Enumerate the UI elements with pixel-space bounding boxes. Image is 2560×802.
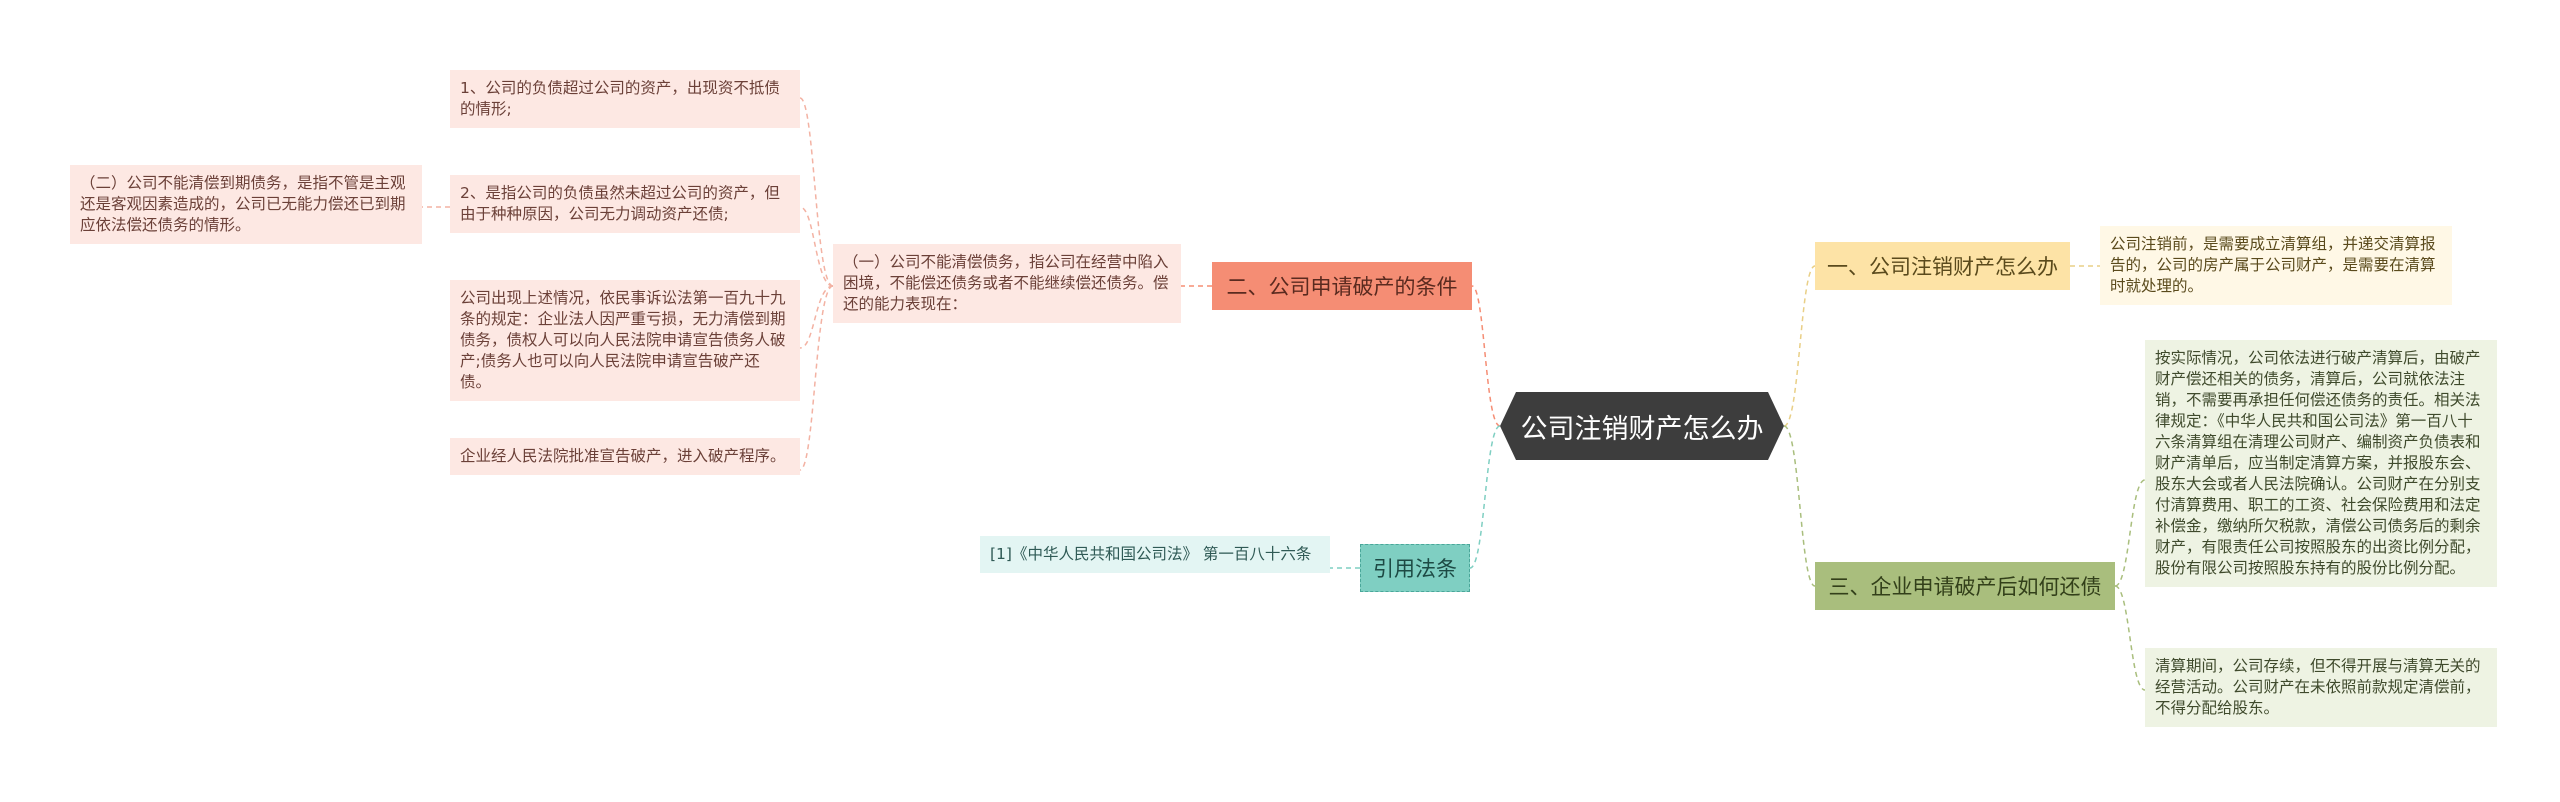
root-topic-label: 公司注销财产怎么办 <box>1520 413 1764 445</box>
leaf-civil-procedure[interactable]: 公司出现上述情况，依民事诉讼法第一百九十九条的规定：企业法人因严重亏损，无力清偿… <box>450 280 800 401</box>
leaf-overdue-debts-note[interactable]: （二）公司不能清偿到期债务，是指不管是主观还是客观因素造成的，公司已无能力偿还已… <box>70 165 422 244</box>
root-topic[interactable]: 公司注销财产怎么办 <box>1500 392 1784 460</box>
leaf-condition-2[interactable]: 2、是指公司的负债虽然未超过公司的资产，但由于种种原因，公司无力调动资产还债; <box>450 175 800 233</box>
branch-label: 引用法条 <box>1373 557 1457 581</box>
leaf-liquidation-period[interactable]: 清算期间，公司存续，但不得开展与清算无关的经营活动。公司财产在未依照前款规定清偿… <box>2145 648 2497 727</box>
branch-deregistration-assets[interactable]: 一、公司注销财产怎么办 <box>1815 242 2070 290</box>
branch-label: 一、公司注销财产怎么办 <box>1827 255 2058 279</box>
leaf-liquidation-report[interactable]: 公司注销前，是需要成立清算组，并递交清算报告的，公司的房产属于公司财产，是需要在… <box>2100 226 2452 305</box>
branch-cited-law[interactable]: 引用法条 <box>1360 544 1470 592</box>
leaf-inability-to-pay[interactable]: （一）公司不能清偿债务，指公司在经营中陷入困境，不能偿还债务或者不能继续偿还债务… <box>833 244 1181 323</box>
leaf-condition-1[interactable]: 1、公司的负债超过公司的资产，出现资不抵债的情形; <box>450 70 800 128</box>
leaf-law-citation[interactable]: [1]《中华人民共和国公司法》 第一百八十六条 <box>980 536 1330 573</box>
leaf-liquidation-distribution[interactable]: 按实际情况，公司依法进行破产清算后，由破产财产偿还相关的债务，清算后，公司就依法… <box>2145 340 2497 587</box>
branch-label: 三、企业申请破产后如何还债 <box>1828 575 2102 599</box>
branch-label: 二、公司申请破产的条件 <box>1226 275 1458 299</box>
leaf-bankruptcy-procedure[interactable]: 企业经人民法院批准宣告破产，进入破产程序。 <box>450 438 800 475</box>
branch-bankruptcy-conditions[interactable]: 二、公司申请破产的条件 <box>1212 262 1472 310</box>
branch-debt-repayment[interactable]: 三、企业申请破产后如何还债 <box>1815 562 2115 610</box>
